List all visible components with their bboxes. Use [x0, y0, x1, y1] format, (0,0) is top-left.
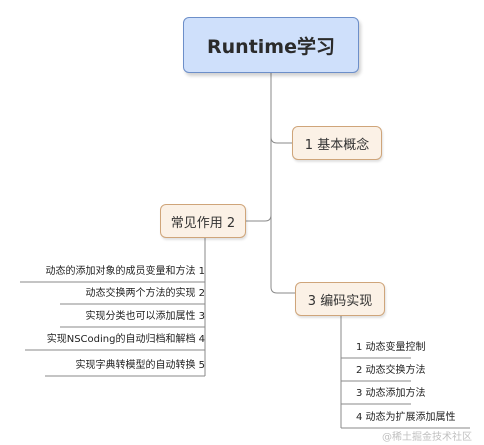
branch-node-impl[interactable]: 3 编码实现	[295, 282, 385, 316]
impl-leaf-4[interactable]: 4 动态为扩展添加属性	[356, 412, 456, 423]
impl-leaf-3[interactable]: 3 动态添加方法	[356, 388, 426, 399]
impl-leaf-1[interactable]: 1 动态变量控制	[356, 342, 426, 353]
branch-node-concept[interactable]: 1 基本概念	[292, 126, 382, 160]
branch-concept-line	[270, 136, 292, 144]
watermark: @稀土掘金技术社区	[382, 432, 472, 443]
usage-leaf-5[interactable]: 实现字典转模型的自动转换 5	[75, 360, 205, 371]
usage-leaf-3[interactable]: 实现分类也可以添加属性 3	[85, 311, 205, 322]
root-node[interactable]: Runtime学习	[183, 17, 359, 73]
branch-usage-line	[246, 214, 272, 222]
impl-leaf-2[interactable]: 2 动态交换方法	[356, 365, 426, 376]
usage-leaf-1[interactable]: 动态的添加对象的成员变量和方法 1	[45, 266, 205, 277]
branch-node-usage[interactable]: 常见作用 2	[160, 204, 246, 238]
usage-leaf-2[interactable]: 动态交换两个方法的实现 2	[85, 288, 205, 299]
trunk-line	[270, 73, 295, 294]
usage-leaf-4[interactable]: 实现NSCoding的自动归档和解档 4	[46, 334, 205, 345]
